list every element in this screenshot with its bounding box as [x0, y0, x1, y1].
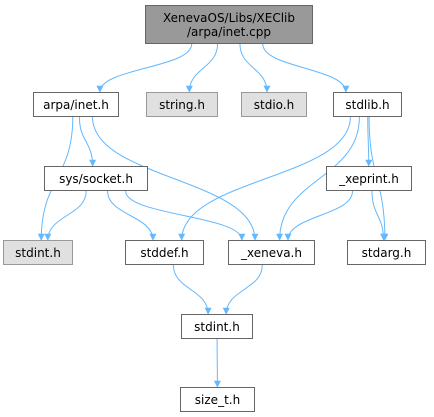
edge-stdlib_h-to-stddef_h: [178, 116, 351, 241]
node-label: _xeneva.h: [241, 245, 302, 260]
edge-stdlib_h-to-xeprint_h: [365, 116, 373, 167]
edge-arpa_inet_h-to-sys_socket_h: [78, 116, 97, 167]
node-stdarg-h[interactable]: stdarg.h: [347, 240, 426, 265]
node-sys-socket-h[interactable]: sys/socket.h: [44, 166, 148, 191]
edge-root-to-stdlib_h: [262, 43, 350, 93]
node-label: _xeprint.h: [339, 171, 399, 186]
node-stdio-h[interactable]: stdio.h: [241, 92, 307, 117]
node-arpa-inet-h[interactable]: arpa/inet.h: [33, 92, 119, 117]
edge-xeneva_h-to-stdint_h: [222, 264, 263, 315]
node-label: stddef.h: [140, 245, 189, 260]
node-label: size_t.h: [194, 392, 241, 407]
edge-root-to-arpa_inet_h: [96, 43, 193, 93]
edge-stddef_h-to-stdint_h: [172, 264, 212, 315]
edge-stdlib_h-to-xeneva_h: [276, 116, 360, 241]
node-root-inet-cpp[interactable]: XenevaOS/Libs/XEClib /arpa/inet.cpp: [145, 5, 313, 44]
node-label: sys/socket.h: [59, 171, 133, 186]
node-label: string.h: [159, 97, 205, 112]
edge-arpa_inet_h-to-xeneva_h: [92, 116, 259, 241]
node-label: arpa/inet.h: [43, 97, 109, 112]
edge-xeprint_h-to-stdarg_h: [371, 190, 388, 241]
node-stddef-h[interactable]: stddef.h: [125, 240, 204, 265]
edge-root-to-string_h: [185, 43, 219, 93]
node-root-line1: XenevaOS/Libs/XEClib: [162, 10, 295, 25]
edge-sys_socket_h-to-stddef_h: [107, 190, 157, 241]
node-size-t-h[interactable]: size_t.h: [180, 387, 255, 412]
node-root-line2: /arpa/inet.cpp: [186, 24, 272, 39]
node-stdint-h[interactable]: stdint.h: [181, 314, 253, 339]
node-label: stdint.h: [15, 245, 61, 260]
edge-sys_socket_h-to-xeneva_h: [125, 190, 246, 241]
node-stdint-h-external[interactable]: stdint.h: [3, 240, 73, 265]
edge-xeprint_h-to-xeneva_h: [284, 190, 354, 241]
node-stdlib-h[interactable]: stdlib.h: [333, 92, 402, 117]
node-label: stdarg.h: [361, 245, 412, 260]
node-xeprint-h[interactable]: _xeprint.h: [326, 166, 412, 191]
node-label: stdlib.h: [345, 97, 390, 112]
edge-root-to-stdio_h: [239, 43, 271, 93]
node-string-h[interactable]: string.h: [146, 92, 218, 117]
node-label: stdio.h: [253, 97, 295, 112]
node-xeneva-h[interactable]: _xeneva.h: [228, 240, 315, 265]
node-label: stdint.h: [194, 319, 240, 334]
edge-sys_socket_h-to-stdint_h_ext: [44, 190, 87, 241]
